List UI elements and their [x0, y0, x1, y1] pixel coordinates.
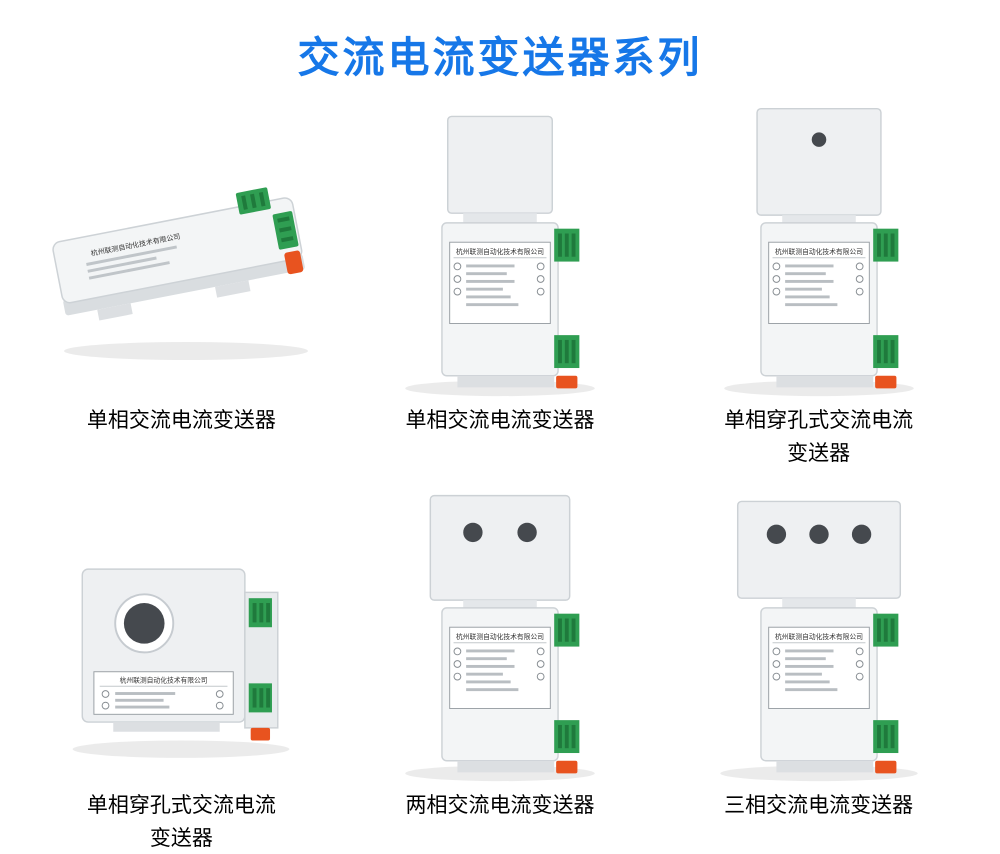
product-caption: 两相交流电流变送器 — [405, 794, 595, 818]
terminal-block-green — [236, 187, 272, 215]
product-caption: 单相交流电流变送器 — [86, 409, 276, 432]
product-label: 杭州联测自动化技术有限公司 — [449, 626, 551, 710]
device-neck — [781, 598, 856, 608]
company-name-text: 杭州联测自动化技术有限公司 — [775, 247, 863, 256]
mount-foot — [457, 760, 555, 773]
product-image-three-phase: 杭州联测自动化技术有限公司 — [719, 500, 918, 782]
mount-foot — [457, 375, 555, 388]
terminal-block-green — [872, 228, 899, 262]
product-image-through-hole-small: 杭州联测自动化技术有限公司 — [723, 107, 914, 397]
sensor-box — [447, 115, 553, 214]
product-image-single-phase-slim: 杭州联测自动化技术有限公司 — [52, 187, 309, 360]
product-card: 杭州联测自动化技术有限公司 单相交流电流变送器 — [341, 99, 660, 470]
din-clip-orange — [556, 375, 578, 389]
terminal-block-green — [554, 228, 580, 262]
din-clip-orange — [874, 375, 897, 389]
mount-foot — [97, 303, 134, 321]
terminal-block-green — [554, 720, 580, 754]
drop-shadow — [64, 342, 309, 360]
product-card: 杭州联测自动化技术有限公司 三相交流电流变送器 — [659, 484, 978, 854]
company-name-text: 杭州联测自动化技术有限公司 — [456, 632, 544, 641]
spec-line — [87, 256, 158, 273]
product-image-two-phase: 杭州联测自动化技术有限公司 — [405, 494, 595, 782]
sensor-box — [755, 107, 882, 216]
sensor-box — [429, 494, 571, 601]
din-clip-orange — [251, 727, 271, 741]
mount-foot — [113, 722, 221, 732]
product-card: 杭州联测自动化技术有限公司 两相交流电流变送器 — [341, 484, 660, 854]
product-card: 杭州联测自动化技术有限公司 — [22, 99, 341, 470]
through-hole — [851, 524, 871, 545]
through-hole — [808, 524, 829, 545]
product-image-single-phase-box: 杭州联测自动化技术有限公司 — [405, 115, 595, 397]
drop-shadow — [72, 740, 290, 758]
spec-line — [86, 245, 178, 266]
product-card: 杭州联测自动化技术有限公司 单相穿孔式交流电流变送器 — [659, 99, 978, 470]
mount-foot — [776, 375, 873, 388]
product-caption: 单相穿孔式交流电流变送器 — [724, 409, 914, 465]
product-caption: 单相穿孔式交流电流变送器 — [86, 794, 276, 850]
spec-line — [89, 261, 171, 280]
through-hole — [766, 524, 786, 545]
device-body — [52, 197, 303, 304]
product-grid: 杭州联测自动化技术有限公司 — [0, 85, 1000, 854]
device-neck — [463, 600, 537, 608]
terminal-block-green — [272, 211, 299, 250]
product-label: 杭州联测自动化技术有限公司 — [93, 671, 235, 715]
page-title: 交流电流变送器系列 — [297, 34, 703, 81]
through-hole — [463, 522, 483, 543]
terminal-block-green — [249, 598, 273, 628]
product-label: 杭州联测自动化技术有限公司 — [767, 626, 870, 710]
product-image-through-hole-large: 杭州联测自动化技术有限公司 — [72, 568, 290, 758]
company-name-text: 杭州联测自动化技术有限公司 — [120, 675, 208, 684]
mount-foot — [776, 760, 873, 773]
company-name-text: 杭州联测自动化技术有限公司 — [456, 247, 544, 256]
terminal-block-green — [872, 613, 899, 647]
din-clip-orange — [556, 760, 578, 774]
through-hole — [114, 593, 175, 654]
terminal-block-green — [554, 613, 580, 647]
terminal-block-green — [249, 683, 273, 713]
terminal-block-green — [554, 335, 580, 369]
device-neck — [463, 213, 537, 223]
through-hole — [517, 522, 537, 543]
product-label: 杭州联测自动化技术有限公司 — [767, 241, 870, 324]
product-card: 杭州联测自动化技术有限公司 单相穿孔式交流电流变送器 — [22, 484, 341, 854]
din-clip-orange — [284, 250, 304, 275]
company-name-text: 杭州联测自动化技术有限公司 — [775, 632, 863, 641]
product-caption: 三相交流电流变送器 — [724, 794, 914, 818]
terminal-block-green — [872, 720, 899, 754]
product-label: 杭州联测自动化技术有限公司 — [449, 241, 551, 324]
sensor-box — [736, 500, 901, 600]
mount-foot — [215, 280, 251, 298]
through-hole — [811, 132, 826, 147]
din-clip-orange — [874, 760, 897, 774]
product-caption: 单相交流电流变送器 — [405, 409, 595, 432]
device-neck — [781, 215, 856, 223]
terminal-block-green — [872, 335, 899, 369]
